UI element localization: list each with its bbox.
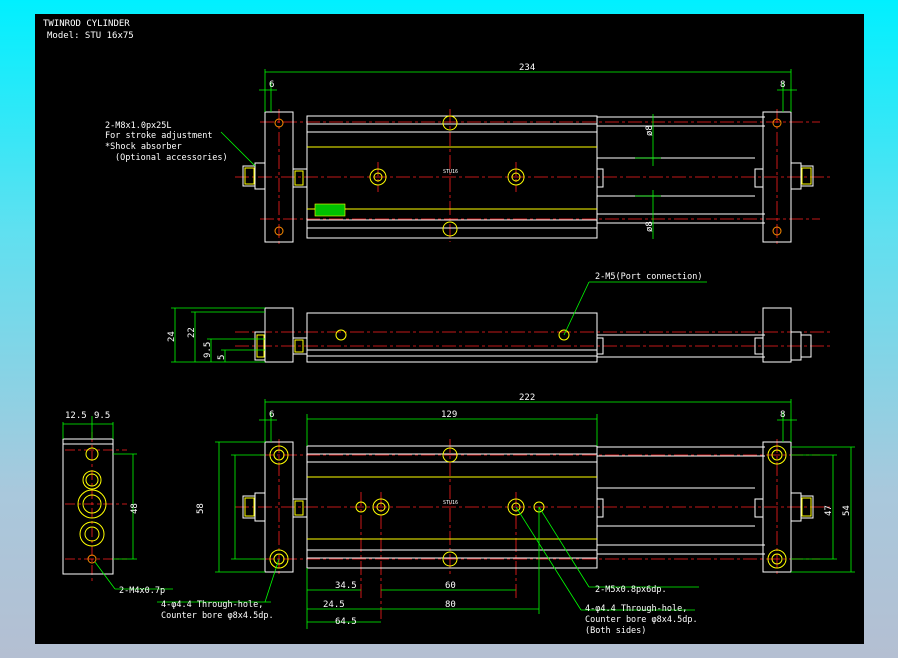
bottom-dim-24-5: 24.5 [323,600,345,610]
end-view: 12.5 9.5 48 2-M4x0.7p [62,411,173,596]
top-note-line-3: *Shock absorber [105,142,182,152]
bottom-view-outline [242,441,814,573]
top-view-outline [242,111,814,243]
bottom-note-m5: 2-M5x0.8px6dp. [595,585,667,595]
top-view: STU16 234 6 8 ø8 ø8 2-M8x1.0px25L For st… [105,63,830,244]
top-note: 2-M8x1.0px25L For stroke adjustment *Sho… [105,121,228,163]
title-block: TWINROD CYLINDER Model: STU 16x75 [43,19,134,41]
side-dim-9-5: 9.5 [203,342,213,358]
top-logo-plate [314,203,346,217]
bottom-dim-47: 47 [824,505,834,516]
bottom-dim-60: 60 [445,581,456,591]
bottom-dim-34-5: 34.5 [335,581,357,591]
end-thread-note: 2-M4x0.7p [119,586,165,596]
top-dim-rod-top: ø8 [645,125,655,136]
bottom-note-right: 4-φ4.4 Through-hole, Counter bore φ8x4.5… [585,604,698,636]
cad-drawing: TWINROD CYLINDER Model: STU 16x75 [43,19,855,636]
bottom-dim-222: 222 [519,393,535,403]
bottom-view: STU16 [157,393,855,636]
bottom-view-dimensions [157,399,855,629]
end-dim-12-5: 12.5 [65,411,87,421]
bottom-note-right-line-3: (Both sides) [585,626,646,636]
side-body [306,312,598,363]
end-view-outline [62,438,114,575]
top-note-line-4: (Optional accessories) [115,153,228,163]
drawing-model: Model: STU 16x75 [47,31,134,41]
cad-drawing-canvas: TWINROD CYLINDER Model: STU 16x75 [35,14,864,644]
side-dim-22: 22 [187,327,197,338]
bottom-note-left-line-1: 4-φ4.4 Through-hole, [161,600,263,610]
end-dim-48: 48 [130,503,140,514]
bottom-dim-129: 129 [441,410,457,420]
bottom-note-right-line-2: Counter bore φ8x4.5dp. [585,615,698,625]
side-dim-5: 5 [217,355,227,360]
top-dim-overall: 234 [519,63,535,73]
side-right-end-plate [762,307,792,363]
bottom-dim-54: 54 [842,505,852,516]
top-view-centerlines [235,109,830,244]
bottom-dim-64-5: 64.5 [335,617,357,627]
bottom-note-left-line-2: Counter bore φ8x4.5dp. [161,611,274,621]
top-view-holes [244,115,812,237]
bottom-dim-80: 80 [445,600,456,610]
end-dim-9-5: 9.5 [94,411,110,421]
top-dim-rod-bottom: ø8 [645,221,655,232]
top-body-label: STU16 [443,169,458,175]
side-view-ports [256,329,570,358]
side-view-dimensions [171,281,707,363]
end-view-dimensions [62,416,173,590]
side-left-end-plate [264,307,294,363]
top-dim-right: 8 [780,80,785,90]
bottom-dim-right: 8 [780,410,785,420]
bottom-note-right-line-1: 4-φ4.4 Through-hole, [585,604,687,614]
top-note-line-1: 2-M8x1.0px25L [105,121,172,131]
end-view-holes [77,447,107,547]
bottom-note-left: 4-φ4.4 Through-hole, Counter bore φ8x4.5… [161,600,274,621]
side-port-note: 2-M5(Port connection) [595,272,702,282]
top-dim-left: 6 [269,80,274,90]
top-view-dimensions [220,69,797,239]
drawing-title: TWINROD CYLINDER [43,19,130,29]
bottom-dim-left: 6 [269,410,274,420]
bottom-dim-58: 58 [196,503,206,514]
end-plate-outline [62,438,114,575]
bottom-body-label: STU16 [443,500,458,506]
top-note-line-2: For stroke adjustment [105,131,212,141]
side-view: 24 22 9.5 5 2-M5(Port connection) [167,272,830,363]
side-dim-24: 24 [167,331,177,342]
top-left-bolt [254,162,266,190]
bottom-view-holes [244,445,812,569]
side-view-outline [254,307,812,363]
